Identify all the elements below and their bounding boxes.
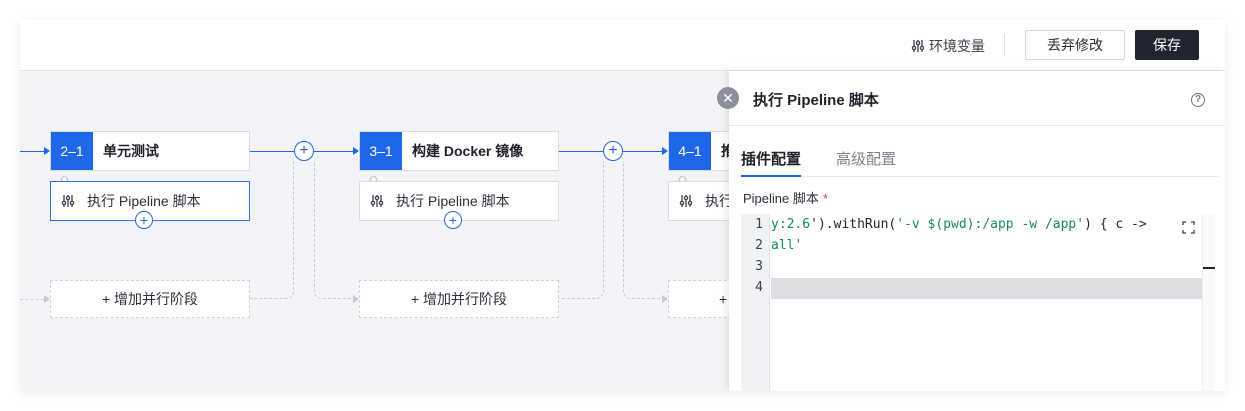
tab-plugin-config[interactable]: 插件配置 (741, 148, 802, 177)
stage-title: 构建 Docker 镜像 (412, 143, 524, 159)
stage-title: 单元测试 (103, 143, 159, 159)
task-label: 执行 Pipeline 脚本 (396, 193, 510, 209)
scroll-marker (1203, 267, 1215, 269)
code-token: '-v $(pwd):/app -w /app' (896, 217, 1085, 232)
editor-scrollbar[interactable] (1202, 214, 1215, 391)
stage-number: 2–1 (51, 132, 93, 170)
sliders-icon (911, 40, 925, 52)
current-line-highlight (771, 278, 1215, 299)
flow-line (558, 151, 604, 152)
code-line-1: y:2.6').withRun('-v $(pwd):/app -w /app'… (771, 217, 1147, 232)
add-task-button[interactable]: + (135, 211, 153, 229)
line-number: 1 (755, 217, 763, 232)
parallel-arrow (662, 295, 668, 303)
add-task-button[interactable]: + (444, 211, 462, 229)
code-token: ) { c -> (1084, 217, 1147, 232)
flow-line (249, 151, 294, 152)
flow-arrow (353, 147, 359, 155)
task-config-panel: 执行 Pipeline 脚本 ? 插件配置 高级配置 Pipeline 脚本* … (729, 71, 1225, 391)
parallel-connector (558, 161, 604, 299)
flow-line (623, 151, 663, 152)
stage-card-unit-test[interactable]: 2–1 单元测试 (50, 131, 250, 171)
env-variables-button[interactable]: 环境变量 (911, 35, 985, 57)
flow-line (20, 151, 45, 152)
code-line-2: all' (771, 238, 803, 253)
add-stage-button[interactable]: + (603, 141, 623, 161)
parallel-connector (314, 161, 354, 299)
flow-line (314, 151, 354, 152)
stage-card-build-docker[interactable]: 3–1 构建 Docker 镜像 (359, 131, 559, 171)
add-parallel-stage-button[interactable]: + 增加并行阶段 (50, 280, 250, 318)
panel-title: 执行 Pipeline 脚本 (753, 92, 879, 109)
top-toolbar: 环境变量 丢弃修改 保存 (20, 20, 1225, 71)
parallel-connector (20, 299, 44, 300)
sliders-icon (679, 195, 693, 207)
sliders-icon (61, 195, 75, 207)
close-panel-button[interactable]: ✕ (717, 87, 739, 109)
parallel-label: + (719, 291, 728, 307)
sliders-icon (370, 195, 384, 207)
panel-divider (729, 125, 1225, 126)
save-button[interactable]: 保存 (1135, 30, 1199, 60)
code-token: ').withRun( (810, 217, 897, 232)
expand-icon[interactable] (1182, 221, 1195, 234)
line-number: 2 (755, 238, 763, 253)
code-token: y:2.6 (771, 217, 811, 232)
toolbar-divider (1004, 34, 1005, 56)
script-code-editor[interactable]: 1 2 3 4 y:2.6').withRun('-v $(pwd):/app … (741, 214, 1215, 391)
script-label-text: Pipeline 脚本 (743, 191, 819, 206)
parallel-connector (623, 161, 663, 299)
panel-tabs: 插件配置 高级配置 (741, 147, 1219, 177)
stage-number: 4–1 (669, 132, 711, 170)
parallel-arrow (44, 295, 50, 303)
required-mark: * (822, 191, 828, 206)
script-field-label: Pipeline 脚本* (743, 188, 828, 207)
line-number: 4 (755, 280, 763, 295)
tab-advanced-config[interactable]: 高级配置 (836, 151, 897, 168)
flow-arrow (44, 147, 50, 155)
parallel-connector (249, 161, 294, 299)
parallel-arrow (353, 295, 359, 303)
task-label: 执行 (705, 193, 733, 209)
help-icon[interactable]: ? (1191, 93, 1205, 107)
flow-arrow (662, 147, 668, 155)
stage-number: 3–1 (360, 132, 402, 170)
line-number: 3 (755, 259, 763, 274)
pipeline-editor-window: 环境变量 丢弃修改 保存 + + 2–1 单元测试 (20, 20, 1225, 391)
discard-changes-button[interactable]: 丢弃修改 (1025, 30, 1125, 60)
env-variables-label: 环境变量 (929, 38, 985, 54)
add-parallel-stage-button[interactable]: + 增加并行阶段 (359, 280, 559, 318)
add-stage-button[interactable]: + (294, 141, 314, 161)
task-label: 执行 Pipeline 脚本 (87, 193, 201, 209)
line-number-gutter: 1 2 3 4 (741, 214, 770, 391)
